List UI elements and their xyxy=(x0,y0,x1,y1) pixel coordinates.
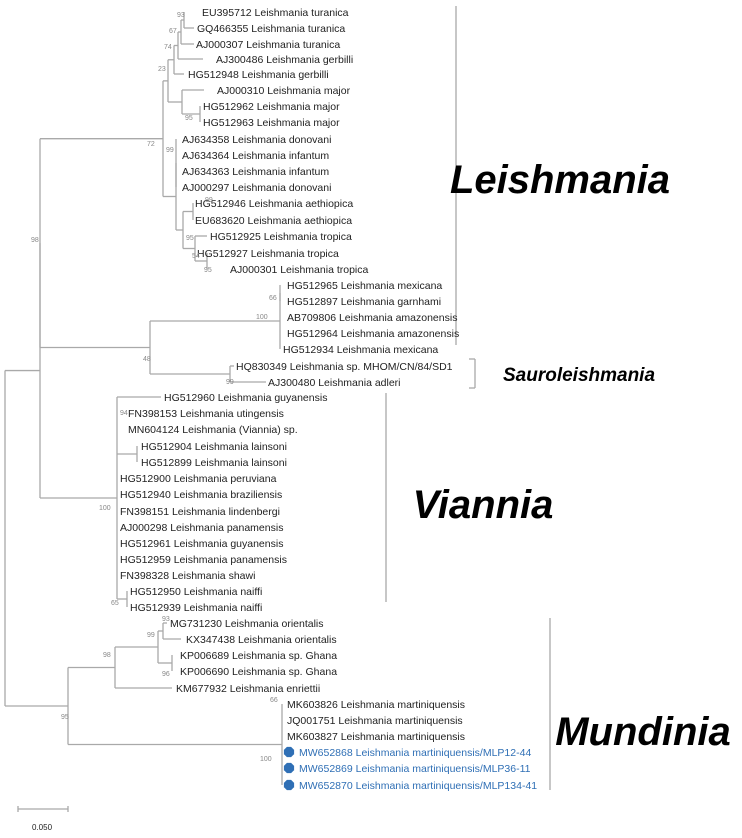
taxon-label: MW652870 Leishmania martiniquensis/MLP13… xyxy=(299,780,537,792)
clade-bars xyxy=(385,6,551,790)
taxon-label: KP006689 Leishmania sp. Ghana xyxy=(180,650,337,662)
bootstrap-value: 98 xyxy=(103,652,111,659)
taxon-label: KX347438 Leishmania orientalis xyxy=(186,634,337,646)
taxon-label: AJ000310 Leishmania major xyxy=(217,85,351,97)
bootstrap-value: 72 xyxy=(147,141,155,148)
taxon-label: HG512959 Leishmania panamensis xyxy=(120,554,287,566)
taxon-label: HG512960 Leishmania guyanensis xyxy=(164,392,327,404)
taxon-label: MW652868 Leishmania martiniquensis/MLP12… xyxy=(299,747,531,759)
taxon-label: AJ634363 Leishmania infantum xyxy=(182,166,329,178)
bootstrap-value: 65 xyxy=(111,600,119,607)
clade-label-mundinia: Mundinia xyxy=(555,710,731,754)
taxon-label: JQ001751 Leishmania martiniquensis xyxy=(287,715,463,727)
bootstrap-value: 66 xyxy=(269,295,277,302)
taxon-label: AJ634358 Leishmania donovani xyxy=(182,134,331,146)
taxon-label: HG512940 Leishmania braziliensis xyxy=(120,489,282,501)
taxon-label: EU683620 Leishmania aethiopica xyxy=(195,215,352,227)
bootstrap-value: 95 xyxy=(185,115,193,122)
bootstrap-value: 48 xyxy=(143,356,151,363)
clade-label-leishmania: Leishmania xyxy=(450,158,670,202)
bootstrap-value: 54 xyxy=(192,253,200,260)
scale-bar: 0.050 xyxy=(17,806,69,832)
taxon-label: HG512900 Leishmania peruviana xyxy=(120,473,277,485)
bootstrap-value: 96 xyxy=(162,671,170,678)
taxon-label: HG512927 Leishmania tropica xyxy=(197,248,339,260)
taxon-label: AB709806 Leishmania amazonensis xyxy=(287,312,457,324)
taxon-label: AJ000301 Leishmania tropica xyxy=(230,264,369,276)
bootstrap-value: 98 xyxy=(31,237,39,244)
taxon-label: HG512965 Leishmania mexicana xyxy=(287,280,442,292)
bootstrap-value: 99 xyxy=(147,632,155,639)
bootstrap-value: 99 xyxy=(166,147,174,154)
taxon-label: HG512948 Leishmania gerbilli xyxy=(188,69,329,81)
bootstrap-value: 74 xyxy=(164,44,172,51)
taxon-label: FN398328 Leishmania shawi xyxy=(120,570,255,582)
taxon-label: MK603826 Leishmania martiniquensis xyxy=(287,699,465,711)
taxon-label: HG512963 Leishmania major xyxy=(203,117,340,129)
taxon-label: HG512946 Leishmania aethiopica xyxy=(195,198,353,210)
taxon-label: AJ300480 Leishmania adleri xyxy=(268,377,401,389)
bootstrap-value: 99 xyxy=(226,379,234,386)
highlight-marker-icon xyxy=(283,779,295,791)
taxon-label: AJ300486 Leishmania gerbilli xyxy=(216,54,353,66)
bootstrap-value: 94 xyxy=(120,410,128,417)
bootstrap-value: 100 xyxy=(260,756,272,763)
clade-label-viannia: Viannia xyxy=(413,483,554,527)
bootstrap-value: 93 xyxy=(162,616,170,623)
taxon-label: HQ830349 Leishmania sp. MHOM/CN/84/SD1 xyxy=(236,361,453,373)
taxon-label: HG512964 Leishmania amazonensis xyxy=(287,328,459,340)
taxon-label: MW652869 Leishmania martiniquensis/MLP36… xyxy=(299,763,531,775)
bootstrap-value: 93 xyxy=(177,12,185,19)
bootstrap-value: 99 xyxy=(205,197,213,204)
taxon-label: AJ000297 Leishmania donovani xyxy=(182,182,331,194)
taxon-label: HG512925 Leishmania tropica xyxy=(210,231,352,243)
taxon-label: GQ466355 Leishmania turanica xyxy=(197,23,345,35)
taxon-label: HG512897 Leishmania garnhami xyxy=(287,296,441,308)
taxon-label: FN398151 Leishmania lindenbergi xyxy=(120,506,280,518)
taxon-label: HG512961 Leishmania guyanensis xyxy=(120,538,283,550)
bootstrap-value: 67 xyxy=(169,28,177,35)
taxon-label: AJ000298 Leishmania panamensis xyxy=(120,522,283,534)
taxon-label: AJ000307 Leishmania turanica xyxy=(196,39,340,51)
bootstrap-values: 93 67 74 23 95 72 99 99 95 54 95 98 66 100 48 99 94 100 65… xyxy=(31,12,278,763)
bootstrap-value: 23 xyxy=(158,66,166,73)
bootstrap-value: 66 xyxy=(270,697,278,704)
taxon-label: MG731230 Leishmania orientalis xyxy=(170,618,324,630)
bootstrap-value: 95 xyxy=(204,267,212,274)
highlight-marker-icon xyxy=(283,762,295,774)
taxon-label: FN398153 Leishmania utingensis xyxy=(128,408,284,420)
taxon-label: HG512962 Leishmania major xyxy=(203,101,340,113)
taxon-label: HG512904 Leishmania lainsoni xyxy=(141,441,287,453)
taxon-label: HG512934 Leishmania mexicana xyxy=(283,344,438,356)
bootstrap-value: 95 xyxy=(186,235,194,242)
bootstrap-value: 100 xyxy=(99,505,111,512)
tree-branches xyxy=(4,12,283,785)
taxon-label: HG512899 Leishmania lainsoni xyxy=(141,457,287,469)
taxon-label: HG512950 Leishmania naiffi xyxy=(130,586,262,598)
taxon-label: KP006690 Leishmania sp. Ghana xyxy=(180,666,337,678)
bootstrap-value: 100 xyxy=(256,314,268,321)
taxon-label: MK603827 Leishmania martiniquensis xyxy=(287,731,465,743)
highlight-marker-icon xyxy=(283,746,295,758)
taxon-label: EU395712 Leishmania turanica xyxy=(202,7,349,19)
bootstrap-value: 95 xyxy=(61,714,69,721)
taxon-label: AJ634364 Leishmania infantum xyxy=(182,150,329,162)
scale-bar-label: 0.050 xyxy=(32,823,53,832)
clade-label-sauroleishmania: Sauroleishmania xyxy=(503,365,655,386)
taxon-label: MN604124 Leishmania (Viannia) sp. xyxy=(128,424,298,436)
taxon-label: HG512939 Leishmania naiffi xyxy=(130,602,262,614)
taxon-label: KM677932 Leishmania enriettii xyxy=(176,683,320,695)
